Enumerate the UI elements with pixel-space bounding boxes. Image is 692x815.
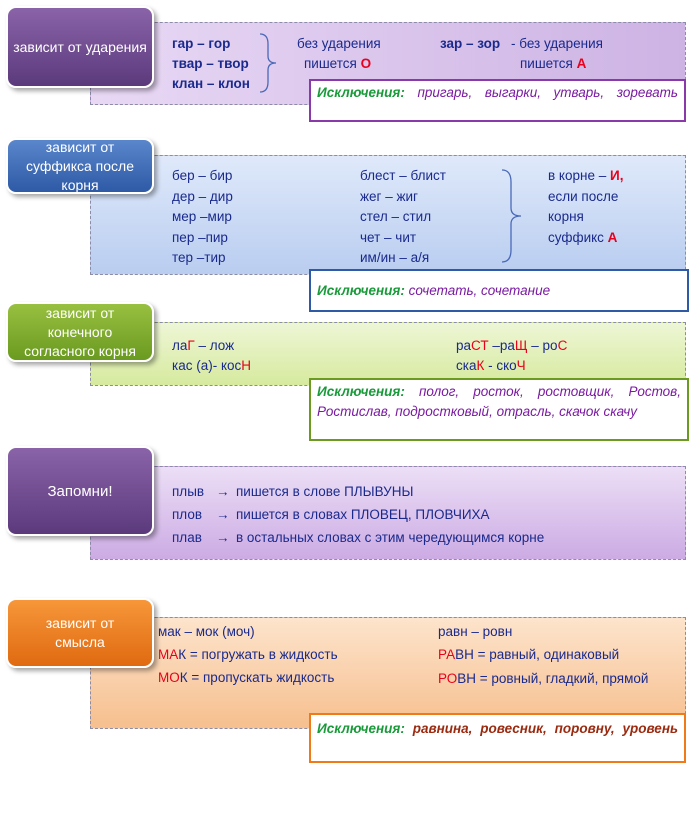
s5-r3: РОВН = ровный, гладкий, прямой <box>438 671 649 686</box>
s2-c2-0: блест – блист <box>360 168 446 183</box>
s2-c2-1: жег – жиг <box>360 189 418 204</box>
s1-tail2a: - без ударения <box>511 36 603 51</box>
s2-c1-4: тер –тир <box>172 250 226 265</box>
s1-tail2b: пишется А <box>520 56 587 71</box>
s1-tail-b: пишется О <box>304 56 372 71</box>
s4-row-2: плов→пишется в словах ПЛОВЕЦ, ПЛОВЧИХА <box>172 507 490 522</box>
s2-c2-4: им/ин – а/я <box>360 250 430 265</box>
tag-suffix: зависит от суффикса после корня <box>6 138 154 194</box>
s5-r1: равн – ровн <box>438 624 513 639</box>
tag-meaning-label: зависит от смысла <box>45 615 115 650</box>
panel-remember <box>90 466 686 560</box>
tag-stress-label: зависит от ударения <box>13 38 147 55</box>
s2-c3-b: если после <box>548 189 619 204</box>
exceptions-suffix: Исключения: сочетать, сочетание <box>309 269 689 312</box>
s2-c1-1: дер – дир <box>172 189 233 204</box>
exceptions-meaning: Исключения: равнина, ровесник, поровну, … <box>309 713 686 763</box>
s5-r2: РАВН = равный, одинаковый <box>438 647 620 662</box>
s4-row-3: плав→в остальных словах с этим чередующи… <box>172 530 545 545</box>
row-klan: клан – клон <box>172 76 250 91</box>
brace-1 <box>259 33 277 93</box>
s2-c1-0: бер – бир <box>172 168 233 183</box>
s4-row-1: плыв→пишется в слове ПЛЫВУНЫ <box>172 484 414 499</box>
exceptions-consonant: Исключения: полог, росток, ростовщик, Ро… <box>309 378 689 441</box>
tag-meaning: зависит от смысла <box>6 598 154 668</box>
panel-suffix <box>90 155 686 275</box>
tag-consonant-label: зависит от конечного согласного корня <box>24 304 136 359</box>
s2-c3-c: корня <box>548 209 584 224</box>
s3-left-1: лаГ – лож <box>172 338 235 353</box>
brace-2 <box>501 169 522 263</box>
s2-c1-2: мер –мир <box>172 209 232 224</box>
s3-right-1: раСТ –раЩ – роС <box>456 338 568 353</box>
s1-pair2: зар – зор <box>440 36 501 51</box>
panel-meaning <box>90 617 686 729</box>
tag-remember-label: Запомни! <box>47 482 113 500</box>
s5-l2: МАК = погружать в жидкость <box>158 647 338 662</box>
s5-l1: мак – мок (моч) <box>158 624 255 639</box>
s2-c2-2: стел – стил <box>360 209 432 224</box>
s3-right-2: скаК - скоЧ <box>456 358 526 373</box>
s2-c3-a: в корне – И, <box>548 168 624 183</box>
tag-stress: зависит от ударения <box>6 6 154 88</box>
s2-c3-d: суффикс А <box>548 230 618 245</box>
row-tvar: твар – твор <box>172 56 249 71</box>
s2-c2-3: чет – чит <box>360 230 417 245</box>
exceptions-stress: Исключения: пригарь, выгарки, утварь, зо… <box>309 79 686 122</box>
s2-c1-3: пер –пир <box>172 230 228 245</box>
tag-consonant: зависит от конечного согласного корня <box>6 302 154 362</box>
row-gar: гар – гор <box>172 36 231 51</box>
s3-left-2: кас (а)- косН <box>172 358 252 373</box>
tag-remember: Запомни! <box>6 446 154 536</box>
s1-tail-a: без ударения <box>297 36 381 51</box>
tag-suffix-label: зависит от суффикса после корня <box>26 138 134 193</box>
s5-l3: МОК = пропускать жидкость <box>158 670 335 685</box>
